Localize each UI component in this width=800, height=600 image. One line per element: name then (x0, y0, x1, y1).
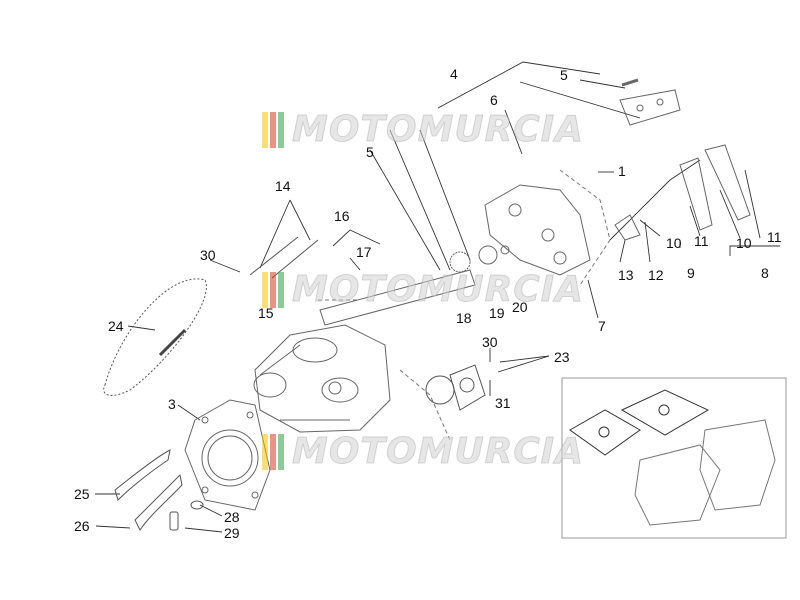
callout-5: 5 (560, 67, 568, 83)
watermark-bar (278, 112, 284, 148)
callout-30a: 30 (482, 334, 498, 350)
watermark-bar (262, 272, 268, 308)
top-rail (619, 78, 681, 126)
callout-26: 26 (74, 518, 90, 534)
callout-12: 12 (648, 267, 664, 283)
watermark-text: MOTOMURCIA (291, 431, 585, 472)
watermark-bar (270, 272, 276, 308)
chain-guides (114, 449, 183, 531)
head-gasket (184, 399, 271, 511)
callout-18: 18 (456, 310, 472, 326)
callout-8: 8 (761, 265, 769, 281)
watermark-text: MOTOMURCIA (291, 109, 585, 150)
valve-brackets (614, 144, 751, 241)
cam-carrier (484, 184, 591, 276)
callout-30b: 31 (495, 395, 511, 411)
callout-17: 17 (356, 244, 372, 260)
watermark-bar (278, 272, 284, 308)
watermark-bars (262, 434, 288, 470)
watermark-bar (270, 434, 276, 470)
callout-15: 15 (258, 305, 274, 321)
callout-16: 16 (334, 208, 350, 224)
callout-7: 7 (598, 318, 606, 334)
push-rods (249, 236, 319, 279)
gasket-kit-inset (561, 377, 787, 539)
callout-13: 13 (618, 267, 634, 283)
timing-chain (103, 278, 207, 396)
callout-3: 3 (168, 396, 176, 412)
watermark-bars (262, 272, 288, 308)
watermark-bar (278, 434, 284, 470)
callout-5b: 5 (366, 144, 374, 160)
callout-4: 4 (450, 66, 458, 82)
tensioner-parts (169, 500, 204, 531)
callout-23: 23 (554, 349, 570, 365)
callout-9: 9 (687, 265, 695, 281)
callout-25: 25 (74, 486, 90, 502)
watermark-bars (262, 112, 288, 148)
callout-10a: 10 (666, 235, 682, 251)
callout-20: 20 (512, 299, 528, 315)
callout-11b: 11 (767, 229, 782, 245)
callout-10b: 10 (736, 235, 752, 251)
watermark-bar (270, 112, 276, 148)
callout-6: 6 (490, 92, 498, 108)
watermark-bar (262, 434, 268, 470)
watermark-bar (262, 112, 268, 148)
callout-24: 24 (108, 318, 124, 334)
callout-11a: 11 (694, 233, 709, 249)
cover-assembly (425, 364, 486, 411)
camshaft (319, 245, 510, 326)
callout-29: 30 (200, 247, 216, 263)
watermark-text: MOTOMURCIA (291, 269, 585, 310)
callout-1: 1 (618, 163, 626, 179)
callout-27: 28 (224, 509, 240, 525)
callout-19: 19 (489, 305, 505, 321)
callout-28: 29 (224, 525, 240, 541)
cylinder-head (253, 324, 391, 433)
callout-14: 14 (275, 178, 291, 194)
dashed-assembly-lines (318, 169, 611, 441)
